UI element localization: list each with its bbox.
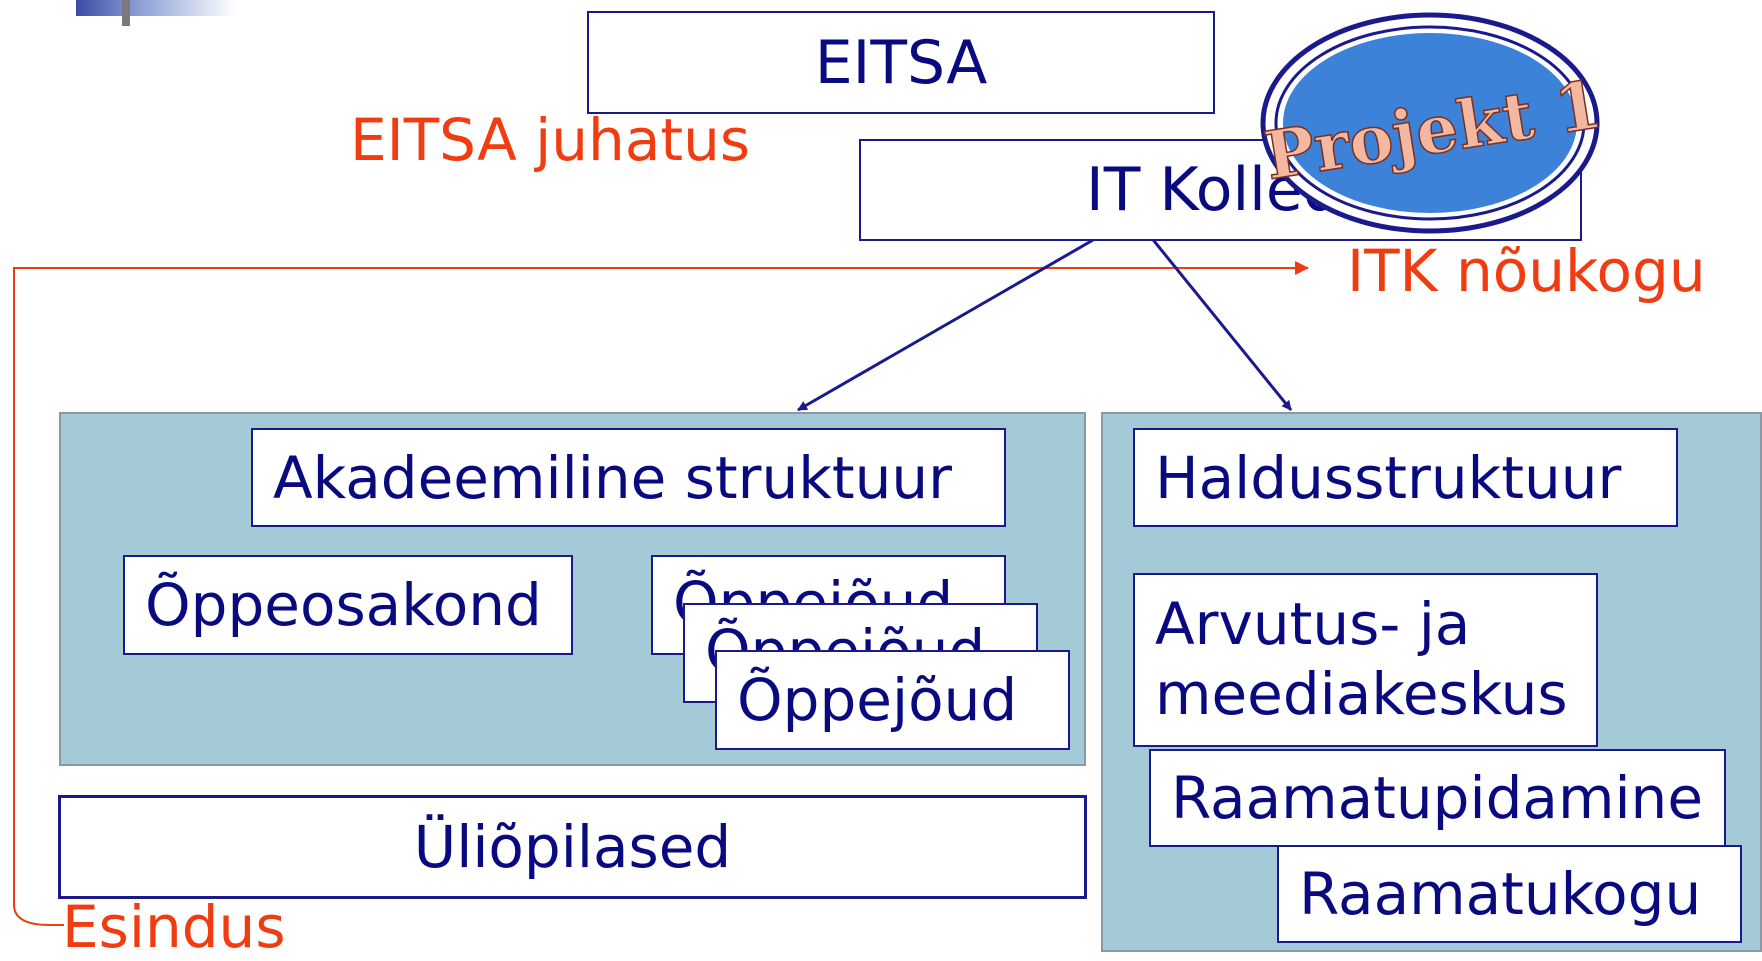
eitsa-board-label: EITSA juhatus [350,106,751,174]
slide-corner-decoration [76,0,236,16]
administrative-structure-box: Haldusstruktuur [1133,428,1678,527]
eitsa-label: EITSA [814,27,988,98]
projekt-1-logo: Projekt 1 [1259,12,1602,234]
eitsa-box: EITSA [587,11,1215,114]
academic-structure-box: Akadeemiline struktuur [251,428,1006,527]
lecturer-label-3: Õppejõud [737,666,1018,734]
library-box: Raamatukogu [1277,845,1742,943]
computing-media-center-box: Arvutus- ja meediakeskus [1133,573,1598,747]
library-label: Raamatukogu [1299,860,1702,928]
slide-corner-tick [122,0,130,26]
study-department-label: Õppeosakond [145,571,542,639]
study-department-box: Õppeosakond [123,555,573,655]
accounting-box: Raamatupidamine [1149,749,1726,847]
students-box: Üliõpilased [58,795,1087,899]
representation-label: Esindus [62,893,286,961]
students-label: Üliõpilased [413,813,732,881]
lecturer-box-3: Õppejõud [715,650,1070,750]
accounting-label: Raamatupidamine [1171,764,1703,832]
arrow-to-administrative [1148,235,1293,411]
administrative-structure-label: Haldusstruktuur [1155,443,1622,512]
computing-media-center-line-1: Arvutus- ja [1155,590,1471,659]
computing-media-center-line-2: meediakeskus [1155,660,1568,728]
academic-structure-label: Akadeemiline struktuur [273,443,952,512]
representation-connector [13,261,1309,926]
itk-council-label: ITK nõukogu [1347,237,1706,305]
arrow-to-academic [797,234,1101,412]
